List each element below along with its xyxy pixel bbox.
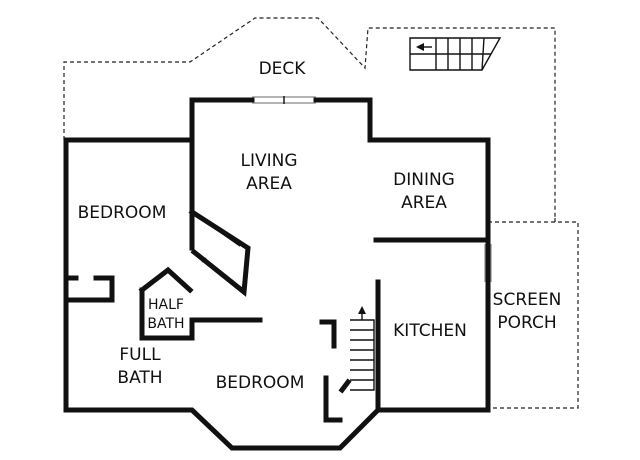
full-bath-label-line2: BATH <box>117 368 162 388</box>
screen-porch-label-line2: PORCH <box>497 313 556 333</box>
full-bath-label-line1: FULL <box>119 345 161 365</box>
interior-stairs <box>350 306 375 391</box>
living-area-label-line2: AREA <box>246 174 292 194</box>
interior-walls <box>63 137 491 423</box>
arrow-left-icon <box>416 43 432 51</box>
exterior-walls <box>63 97 491 451</box>
room-labels: DECK LIVING AREA DINING AREA BEDROOM HAL… <box>78 59 562 393</box>
bedroom-bottom-label: BEDROOM <box>216 373 305 393</box>
deck-label: DECK <box>259 59 307 79</box>
screen-porch-label-line1: SCREEN <box>493 290 562 310</box>
deck-outline <box>63 17 556 218</box>
sliding-glass-door <box>252 96 316 104</box>
fireplace <box>188 208 251 297</box>
bedroom-left-label: BEDROOM <box>78 203 167 223</box>
living-area-label-line1: LIVING <box>240 151 297 171</box>
half-bath-label-line1: HALF <box>148 297 184 313</box>
deck-stairs <box>409 37 502 71</box>
dining-area-label-line1: DINING <box>393 170 455 190</box>
kitchen-label: KITCHEN <box>393 321 467 341</box>
half-bath-label-line2: BATH <box>147 316 184 332</box>
screen-porch-outline <box>488 218 579 409</box>
porch-glass-door <box>484 244 492 282</box>
dining-area-label-line2: AREA <box>401 193 447 213</box>
